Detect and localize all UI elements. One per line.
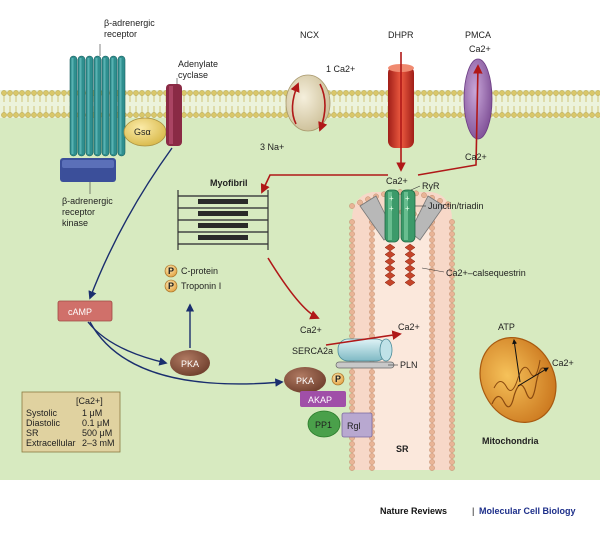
pka-anchored [284, 367, 326, 393]
label-sr: SR [396, 444, 409, 454]
ca-table-row-value: 2–3 mM [82, 438, 115, 448]
credit-separator: | [472, 506, 474, 516]
ca-table-box [21, 391, 121, 453]
label-ca-center: Ca2+ [386, 176, 408, 186]
svg-text:+: + [405, 194, 410, 203]
label-ncx: NCX [300, 30, 319, 40]
label-ca-right: Ca2+ [465, 152, 487, 162]
label-calsequestrin: Ca2+–calsequestrin [446, 268, 526, 278]
ca-table-row-value: 1 μM [82, 408, 102, 418]
label-atp: ATP [498, 322, 515, 332]
pp1-protein [307, 410, 341, 438]
ca-table-row-name: Diastolic [26, 418, 61, 428]
svg-text:+: + [389, 204, 394, 213]
label-beta-receptor-1: β-adrenergic [104, 18, 155, 28]
label-bark-3: kinase [62, 218, 88, 228]
label-bark-2: receptor [62, 207, 95, 217]
phospho-badge-cprotein [164, 264, 178, 278]
label-p-3: P [335, 374, 341, 384]
adenylate-cyclase [166, 84, 182, 146]
beta-adrenergic-receptor [69, 55, 126, 157]
calsequestrin [384, 243, 416, 287]
label-pp1: PP1 [315, 420, 332, 430]
ca-table-header: [Ca2+] [76, 396, 103, 406]
svg-text:+: + [405, 204, 410, 213]
pln-bar [335, 361, 395, 369]
label-beta-receptor-2: receptor [104, 29, 137, 39]
label-p-2: P [168, 281, 174, 291]
credit-section: Molecular Cell Biology [479, 506, 576, 516]
rgl-box [341, 412, 373, 438]
leader-lines [89, 44, 445, 366]
ca-table-row-name: Systolic [26, 408, 58, 418]
label-pmca: PMCA [465, 30, 491, 40]
label-pln: PLN [400, 360, 418, 370]
label-pka-2: PKA [296, 376, 314, 386]
phospho-badge-troponin [164, 279, 178, 293]
label-myofibril: Myofibril [210, 178, 248, 188]
label-mitochondria: Mitochondria [482, 436, 539, 446]
label-akap: AKAP [308, 395, 332, 405]
ryanodine-receptor: ++++ [359, 189, 445, 243]
pka-free [170, 350, 210, 376]
akap-box [300, 391, 346, 407]
ca-table-row-name: SR [26, 428, 39, 438]
label-ca-sr-left: Ca2+ [300, 325, 322, 335]
label-dhpr: DHPR [388, 30, 414, 40]
myofibril [177, 190, 269, 250]
label-ryr: RyR [422, 181, 440, 191]
ca-table-row-value: 500 μM [82, 428, 112, 438]
phospho-badge-pln [331, 372, 345, 386]
label-camp: cAMP [68, 307, 92, 317]
label-troponin: Troponin I [181, 281, 221, 291]
camp-box [57, 300, 113, 322]
label-three-na: 3 Na+ [260, 142, 284, 152]
mitochondrion [479, 337, 557, 423]
label-ca-sr-right: Ca2+ [398, 322, 420, 332]
ca-table-row-name: Extracellular [26, 438, 76, 448]
ca-table-rows: Systolic 1 μM Diastolic 0.1 μM SR 500 μM Extra… [26, 408, 115, 448]
label-bark-1: β-adrenergic [62, 196, 113, 206]
signaling-arrows [87, 147, 284, 387]
ca-table-row-value: 0.1 μM [82, 418, 110, 428]
label-one-ca: 1 Ca2+ [326, 64, 355, 74]
label-gsa: Gsα [134, 127, 151, 137]
label-pka-1: PKA [181, 359, 199, 369]
label-p-1: P [168, 266, 174, 276]
label-serca: SERCA2a [292, 346, 333, 356]
label-ca-mito: Ca2+ [552, 358, 574, 368]
credit-journal: Nature Reviews [380, 506, 447, 516]
svg-text:+: + [389, 194, 394, 203]
mito-arrows [512, 339, 549, 387]
label-rgl: Rgl [347, 421, 361, 431]
label-junctin: Junctin/triadin [428, 201, 484, 211]
label-c-protein: C-protein [181, 266, 218, 276]
label-pmca-ca: Ca2+ [469, 44, 491, 54]
calcium-flux-arrows [260, 52, 483, 346]
label-adenylate-2: cyclase [178, 70, 208, 80]
label-adenylate-1: Adenylate [178, 59, 218, 69]
